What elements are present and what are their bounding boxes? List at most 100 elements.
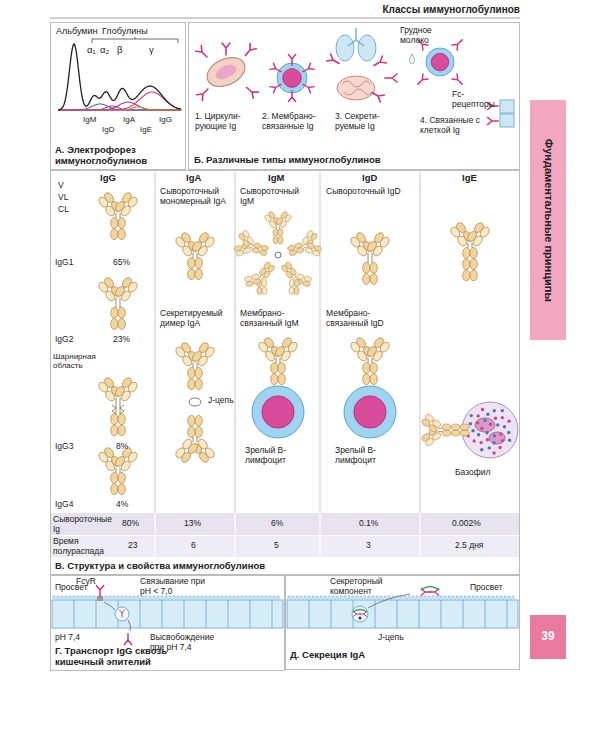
domain: [349, 341, 361, 354]
label: Fc-рецепторы: [452, 90, 500, 110]
j-chain: [359, 617, 362, 620]
domain: [363, 374, 370, 385]
antibody: [97, 276, 139, 329]
antibody-icon: [452, 37, 465, 50]
antibody: [97, 376, 139, 436]
lung: [358, 35, 376, 61]
page-number: 39: [541, 630, 554, 644]
label: Зрелый В-лимфоцит: [245, 446, 315, 466]
domain: [195, 368, 202, 379]
domain: [195, 258, 202, 269]
hinge: [193, 253, 197, 259]
domain: [424, 413, 435, 423]
figure-panel: Б. Различные типы иммуноглобулинов: [188, 22, 520, 170]
nucleus: [283, 69, 302, 88]
domain: [262, 287, 267, 295]
arm: [114, 276, 139, 302]
domain: [451, 424, 460, 430]
domain: [253, 242, 262, 249]
column-rule: [235, 172, 236, 557]
granule: [486, 412, 489, 415]
transport-path: [104, 602, 131, 631]
domain: [242, 229, 250, 238]
page-number-box: 39: [530, 615, 566, 659]
label: IgG4: [55, 500, 73, 510]
domain: [251, 273, 260, 280]
microvilli: [288, 596, 514, 600]
domain: [174, 236, 186, 249]
cell: [344, 386, 396, 438]
granule: [480, 427, 483, 430]
domain: [195, 269, 202, 280]
basophil-nucleus: [475, 418, 495, 432]
bacterium: [202, 52, 249, 92]
domain: [244, 275, 253, 282]
label: Сывороточный IgM: [240, 187, 315, 207]
arm: [174, 437, 199, 463]
table-band: [51, 513, 519, 535]
ig-curve: [58, 92, 181, 110]
table-cell: 80%: [122, 519, 139, 529]
hinge: [193, 437, 197, 443]
domain: [370, 262, 377, 273]
table-band: [51, 536, 519, 557]
domain: [118, 414, 125, 425]
antibody-icon: [270, 63, 283, 75]
arm: [274, 336, 299, 362]
antibody-icon: [370, 89, 384, 102]
granule: [494, 417, 497, 420]
domain: [460, 430, 469, 436]
antibody-icon: [222, 43, 230, 55]
antibody-icon: [244, 84, 258, 98]
label: Секретируемый димер IgA: [160, 309, 235, 329]
label: α₁: [87, 45, 96, 56]
label: IgD: [102, 125, 114, 134]
antibody-icon: [124, 634, 131, 645]
antibody: [174, 341, 216, 390]
granule: [508, 439, 511, 442]
intestine-loops: [342, 81, 372, 95]
granule: [496, 423, 499, 426]
vesicle: [115, 607, 129, 621]
label: α₂: [100, 45, 109, 56]
antibody-icon: [242, 44, 256, 58]
label: 1. Циркули-рующие Ig: [195, 112, 255, 132]
label: Мембрано-связанный IgM: [240, 309, 315, 329]
table-rule: [154, 513, 155, 557]
secretory-component: [353, 610, 367, 613]
domain: [195, 427, 202, 438]
domain: [257, 341, 269, 354]
granule: [470, 414, 473, 417]
panel-title: А. Электрофорез иммуноглобулинов: [55, 145, 183, 167]
label: Мембрано-связанный IgD: [326, 309, 404, 329]
domain: [111, 414, 118, 425]
arm: [466, 221, 491, 247]
domain: [442, 424, 451, 430]
domain: [243, 247, 252, 254]
label: FcγR: [76, 577, 96, 587]
domain: [289, 287, 294, 295]
domain: [203, 446, 215, 459]
microvilli: [53, 596, 279, 600]
intestine: [337, 76, 375, 100]
antibody: [231, 228, 272, 266]
domain: [118, 307, 125, 318]
label: Высвобождение при pH 7,4: [150, 633, 225, 653]
antibody-icon: [197, 86, 211, 100]
domain: [273, 229, 278, 236]
domain: [470, 270, 477, 281]
epithelium: [287, 600, 518, 628]
label: 23%: [113, 335, 130, 345]
domain: [118, 229, 125, 240]
domain: [449, 226, 461, 239]
label: Грудное молоко: [400, 26, 446, 46]
domain: [470, 259, 477, 270]
arm: [366, 231, 391, 257]
serum-curve: [58, 44, 181, 110]
domain: [370, 374, 377, 385]
page-title: Классы иммуноглобулинов: [383, 4, 521, 16]
granule: [493, 409, 496, 412]
table-cell: 0.002%: [452, 519, 481, 529]
antibody-icon: [372, 56, 386, 69]
arm: [191, 341, 216, 367]
